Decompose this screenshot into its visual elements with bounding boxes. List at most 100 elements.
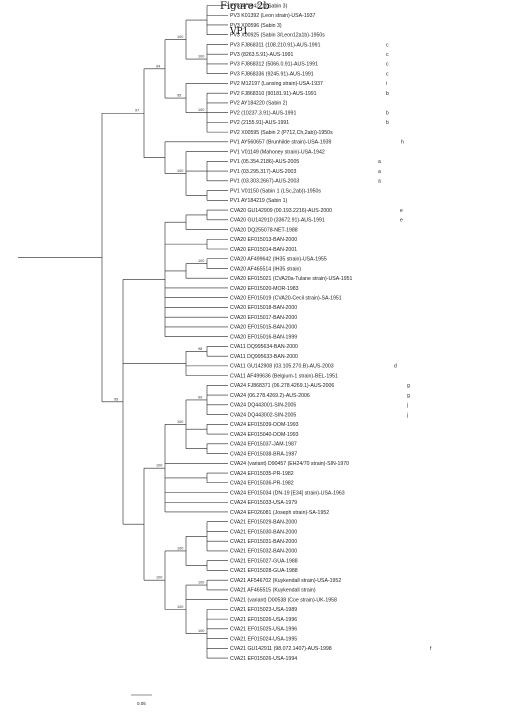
group-marker: b — [386, 110, 389, 116]
taxon-label: CVA24 EF026081 (Joseph strain)-SA-1952 — [230, 510, 329, 516]
bootstrap-value: 100 — [177, 605, 183, 609]
group-marker: j — [406, 412, 408, 418]
group-marker: c — [386, 71, 389, 77]
group-marker: c — [386, 62, 389, 68]
taxon-label: CVA11 GU142908 (03.105.270.B)-AUS-2003 — [230, 364, 334, 370]
taxon-label: CVA20 EF015019 (CVA20-Cecil strain)-SA-1… — [230, 296, 342, 302]
taxon-label: CVA24 DQ443002-SIN-2005 — [230, 412, 296, 418]
group-marker: g — [407, 383, 410, 389]
taxon-label: CVA21 EF015030-BAN-2000 — [230, 529, 297, 535]
taxon-label: CVA20 EF015018-BAN-2000 — [230, 305, 297, 311]
taxon-label: CVA21 EF015024-USA-1995 — [230, 636, 297, 642]
taxon-label: CVA24 EF015039-DOM-1993 — [230, 422, 299, 428]
group-marker: h — [401, 140, 404, 146]
group-marker: a — [378, 159, 381, 165]
taxon-label: CVA21 EF015025-USA-1996 — [230, 627, 297, 633]
taxon-label: PV2 FJ868310 (90181.91)-AUS-1991 — [230, 91, 317, 97]
taxon-label: PV1 V01150 (Sabin 1 (LSc,2ab))-1950s — [230, 188, 321, 194]
taxon-label: CVA21 AF465515 (Kuykendall strain) — [230, 588, 316, 594]
taxon-label: CVA21 EF015028-GUA-1988 — [230, 568, 298, 574]
bootstrap-value: 100 — [156, 464, 162, 468]
bootstrap-value: 100 — [177, 546, 183, 550]
taxon-label: CVA24 EF015034 (DN-19 [E34] strain)-USA-… — [230, 490, 345, 496]
taxon-label: CVA20 EF015014-BAN-2001 — [230, 247, 297, 253]
bootstrap-value: 100 — [156, 576, 162, 580]
taxon-label: PV3 FJ868336 (9245.91)-AUS-1991 — [230, 71, 314, 77]
taxon-label: PV1 (03.303.2667)-AUS-2003 — [230, 179, 299, 185]
taxon-label: PV2 (10237.3.91)-AUS-1991 — [230, 110, 296, 116]
taxon-label: CVA21 EF015029-BAN-2000 — [230, 520, 297, 526]
scale-bar: 0.05 — [131, 694, 152, 706]
group-marker: e — [400, 208, 403, 214]
taxon-label: CVA21 EF015026-USA-1994 — [230, 656, 297, 662]
bootstrap-value: 100 — [198, 108, 204, 112]
taxon-label: PV3 X00596 (Sabin 3) — [230, 23, 282, 29]
taxon-label: CVA24 EF015038-BRA-1987 — [230, 451, 297, 457]
taxon-label: CVA20 DQ255078-NET-1988 — [230, 227, 298, 233]
taxon-label: CVA24 (06.278.4269.2)-AUS-2006 — [230, 393, 310, 399]
taxon-label: PV2 X00595 (Sabin 2 (P712,Ch,2ab))-1950s — [230, 130, 333, 136]
gene-label: VP1 — [229, 27, 248, 37]
taxon-label: CVA21 EF015023-USA-1989 — [230, 607, 297, 613]
taxon-label: CVA21 GU142911 (98.072.1407)-AUS-1998 — [230, 646, 332, 652]
tree-labels: PV3 AY184221 (Sabin 3)PV3 K01392 (Leon s… — [230, 3, 432, 662]
taxon-label: CVA24 EF015035-PR-1982 — [230, 471, 294, 477]
taxon-label: PV2 AY184220 (Sabin 2) — [230, 101, 288, 107]
taxon-label: PV3 K01392 (Leon strain)-USA-1937 — [230, 13, 315, 19]
bootstrap-value: 97 — [135, 109, 139, 113]
taxon-label: CVA24 EF015037-JAM-1987 — [230, 442, 297, 448]
taxon-label: CVA21 EF015032-BAN-2000 — [230, 549, 297, 555]
group-marker: b — [386, 91, 389, 97]
taxon-label: PV3 FJ868311 (108.210.91)-AUS-1991 — [230, 42, 321, 48]
taxon-label: CVA21 EF015027-GUA-1988 — [230, 558, 298, 564]
bootstrap-value: 95 — [114, 397, 118, 401]
group-marker: g — [407, 393, 410, 399]
taxon-label: PV3 X00925 (Sabin 3/Leon12a1b)-1950s — [230, 33, 325, 39]
group-marker: d — [394, 364, 397, 370]
taxon-label: PV2 M12197 (Lansing strain)-USA-1937 — [230, 81, 323, 87]
group-marker: c — [386, 52, 389, 58]
group-marker: b — [386, 120, 389, 126]
bootstrap-value: 94 — [156, 64, 160, 68]
bootstrap-value: 100 — [177, 169, 183, 173]
taxon-label: CVA11 AF499636 (Belgium-1 strain)-BEL-19… — [230, 373, 338, 379]
bootstrap-value: 99 — [198, 395, 202, 399]
taxon-label: PV1 AY184219 (Sabin 1) — [230, 198, 288, 204]
taxon-label: CVA24 EF015033-USA-1979 — [230, 500, 297, 506]
bootstrap-value: 100 — [198, 581, 204, 585]
taxon-label: CVA24 FJ868371 (06.278.4269.1)-AUS-2006 — [230, 383, 334, 389]
bootstrap-value: 100 — [177, 420, 183, 424]
group-marker: j — [406, 403, 408, 409]
taxon-label: CVA20 EF015016-BAN-1999 — [230, 334, 297, 340]
taxon-label: CVA20 EF015020-MOR-1983 — [230, 286, 299, 292]
bootstrap-value: 100 — [198, 55, 204, 59]
bootstrap-value: 98 — [198, 347, 202, 351]
bootstrap-value: 100 — [177, 35, 183, 39]
bootstrap-value: 100 — [198, 629, 204, 633]
taxon-label: CVA20 GU142910 (33672.91)-AUS-1991 — [230, 218, 325, 224]
group-marker: a — [378, 179, 381, 185]
taxon-label: CVA24 DQ443001-SIN-2005 — [230, 403, 296, 409]
figure-title: Figure 2b — [220, 1, 270, 12]
taxon-label: PV3 FJ868312 (5066.0.91)-AUS-1991 — [230, 62, 318, 68]
tree-branches: 100 100 100 95 94 100 97 100 98 99 100 100 100 100 100… — [18, 5, 228, 659]
taxon-label: CVA24 EF015036-PR-1982 — [230, 481, 294, 487]
taxon-label: CVA24 EF015040-DOM-1993 — [230, 432, 299, 438]
taxon-label: CVA11 DQ995633-BAN-2000 — [230, 354, 298, 360]
taxon-label: CVA24 (variant) D90457 (EH24/70 strain)-… — [230, 461, 349, 467]
taxon-label: PV1 (03.295.317)-AUS-2003 — [230, 169, 296, 175]
bootstrap-value: 95 — [177, 94, 181, 98]
taxon-label: CVA11 DQ995634-BAN-2000 — [230, 344, 298, 350]
taxon-label: CVA20 EF015021 (CVA20a-Tulane strain)-US… — [230, 276, 353, 282]
taxon-label: CVA20 EF015017-BAN-2000 — [230, 315, 297, 321]
taxon-label: PV1 V01149 (Mahoney strain)-USA-1942 — [230, 149, 325, 155]
taxon-label: PV1 (05.354.2186)-AUS-2005 — [230, 159, 299, 165]
bootstrap-value: 100 — [198, 259, 204, 263]
taxon-label: CVA21 EF015031-BAN-2000 — [230, 539, 297, 545]
group-marker: e — [400, 218, 403, 224]
taxon-label: CVA20 EF015015-BAN-2000 — [230, 325, 297, 331]
taxon-label: PV3 (8263.5.91)-AUS-1991 — [230, 52, 294, 58]
group-marker: c — [386, 42, 389, 48]
taxon-label: PV2 (2155.91)-AUS-1991 — [230, 120, 289, 126]
